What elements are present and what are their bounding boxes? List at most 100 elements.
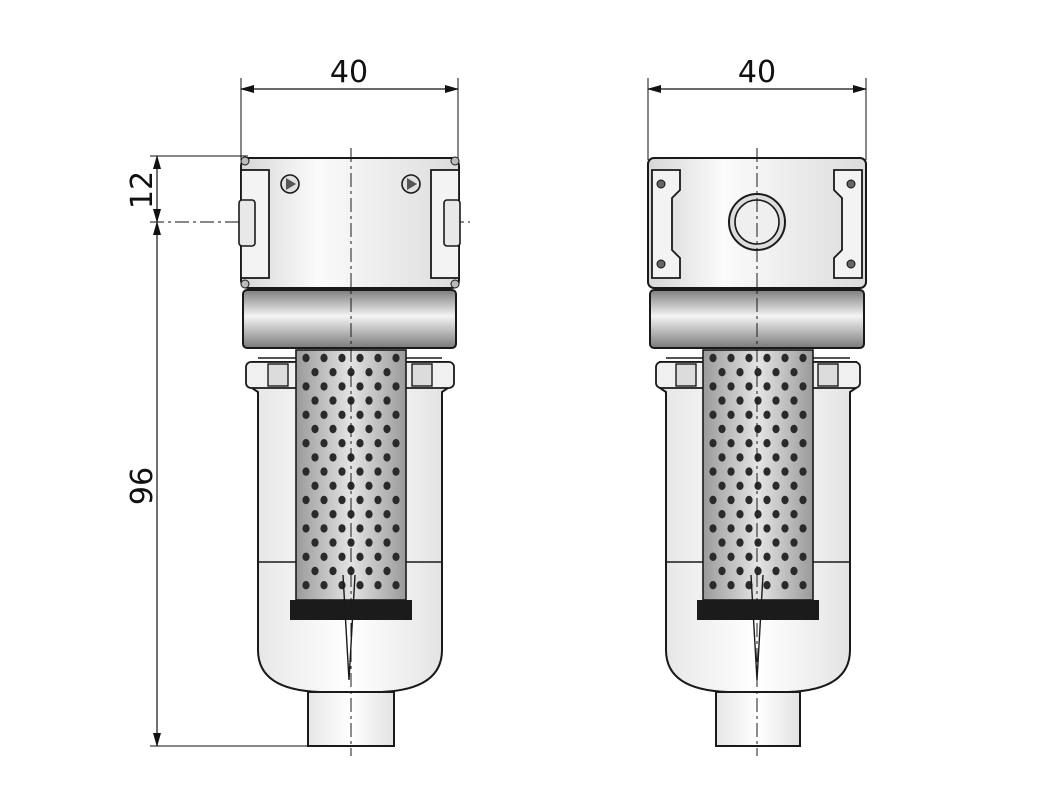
perforation-hole: [781, 410, 789, 419]
perforation-hole: [781, 495, 789, 505]
perforation-hole: [772, 538, 780, 547]
perforation-hole: [320, 495, 328, 505]
perforation-hole: [392, 524, 400, 533]
perforation-hole: [356, 524, 364, 533]
perforation-hole: [392, 495, 400, 505]
perforation-hole: [727, 581, 735, 590]
perforation-hole: [365, 453, 373, 462]
perforation-hole: [799, 581, 807, 590]
perforation-hole: [320, 581, 328, 590]
perforation-hole: [302, 410, 310, 419]
perforation-hole: [338, 382, 346, 391]
perforation-hole: [365, 481, 373, 490]
perforation-hole: [754, 424, 762, 434]
perforation-hole: [311, 481, 319, 490]
perforation-hole: [745, 495, 753, 505]
perforation-hole: [392, 552, 400, 561]
total-height-label: 96: [125, 467, 160, 505]
perforation-hole: [329, 566, 337, 576]
perforation-hole: [365, 510, 373, 519]
perforation-hole: [338, 410, 346, 419]
perforation-hole: [718, 481, 726, 490]
perforation-hole: [709, 467, 717, 476]
perforation-hole: [302, 495, 310, 505]
perforation-hole: [392, 581, 400, 590]
perforation-hole: [329, 538, 337, 547]
perforation-hole: [709, 439, 717, 448]
perforation-hole: [392, 382, 400, 391]
perforation-hole: [383, 481, 391, 490]
perforation-hole: [338, 524, 346, 533]
perforation-hole: [709, 382, 717, 391]
right-width-label: 40: [738, 55, 776, 90]
perforation-hole: [790, 368, 798, 377]
perforation-hole: [745, 552, 753, 561]
perforation-hole: [799, 353, 807, 363]
perforation-hole: [329, 481, 337, 490]
perforation-hole: [709, 353, 717, 363]
perforation-hole: [374, 552, 382, 561]
perforation-hole: [365, 538, 373, 547]
perforation-hole: [347, 510, 355, 519]
perforation-hole: [338, 353, 346, 363]
perforation-hole: [338, 552, 346, 561]
perforation-hole: [790, 453, 798, 462]
perforation-hole: [347, 566, 355, 576]
perforation-hole: [320, 410, 328, 419]
side-view: 40 12 96: [125, 55, 470, 756]
perforation-hole: [772, 368, 780, 377]
perforation-hole: [790, 396, 798, 405]
perforation-hole: [781, 353, 789, 363]
perforation-hole: [736, 453, 744, 462]
perforation-hole: [302, 524, 310, 533]
perforation-hole: [302, 581, 310, 590]
perforation-hole: [754, 368, 762, 377]
perforation-hole: [365, 424, 373, 434]
perforation-hole: [736, 424, 744, 434]
perforation-hole: [311, 538, 319, 547]
perforation-hole: [754, 396, 762, 405]
perforation-hole: [311, 510, 319, 519]
right-arrow-icon: [401, 174, 421, 194]
perforation-hole: [763, 524, 771, 533]
perforation-hole: [754, 453, 762, 462]
port-icon: [728, 193, 786, 251]
perforation-hole: [374, 382, 382, 391]
perforation-hole: [302, 439, 310, 448]
perforation-hole: [329, 510, 337, 519]
head-block: [238, 156, 461, 289]
perforation-hole: [338, 439, 346, 448]
perforation-hole: [356, 552, 364, 561]
perforation-hole: [736, 538, 744, 547]
perforation-hole: [356, 495, 364, 505]
perforation-hole: [718, 510, 726, 519]
perforation-hole: [329, 424, 337, 434]
perforation-hole: [374, 439, 382, 448]
perforation-hole: [374, 581, 382, 590]
perforation-hole: [320, 353, 328, 363]
perforation-hole: [311, 566, 319, 576]
perforation-pattern-front: [709, 353, 807, 590]
perforation-hole: [320, 552, 328, 561]
perforation-hole: [790, 481, 798, 490]
perforation-hole: [799, 467, 807, 476]
perforation-hole: [338, 467, 346, 476]
perforation-hole: [718, 396, 726, 405]
perforation-hole: [754, 566, 762, 576]
perforation-hole: [781, 524, 789, 533]
element-seal-front: [697, 600, 819, 620]
perforation-hole: [745, 524, 753, 533]
perforation-hole: [718, 368, 726, 377]
perforation-hole: [781, 439, 789, 448]
perforation-hole: [320, 524, 328, 533]
perforation-hole: [329, 453, 337, 462]
perforation-hole: [374, 467, 382, 476]
perforation-hole: [781, 467, 789, 476]
perforation-hole: [356, 581, 364, 590]
left-width-label: 40: [330, 55, 368, 90]
perforation-hole: [347, 368, 355, 377]
total-height-dimension: 96: [125, 221, 310, 747]
left-width-dimension: 40: [240, 55, 459, 160]
perforation-hole: [302, 467, 310, 476]
